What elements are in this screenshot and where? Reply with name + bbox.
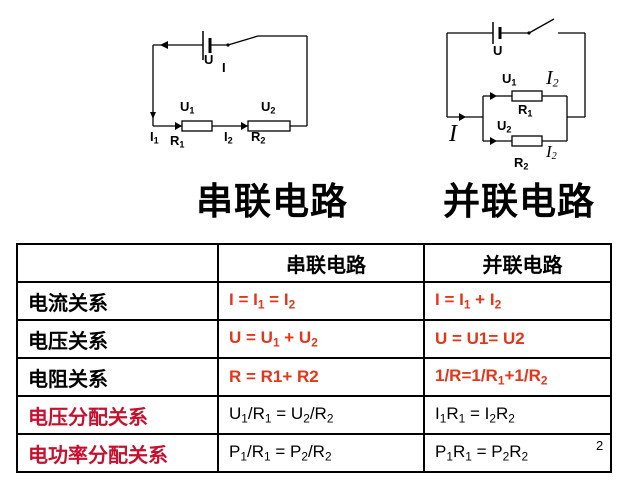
series-i1-label: I1 — [150, 129, 159, 146]
series-circuit-title: 串联电路 — [196, 180, 348, 223]
series-r2-label: R2 — [251, 129, 266, 146]
table-header-cell: 并联电路 — [423, 243, 612, 283]
current-arrow-r2 — [241, 122, 248, 130]
table-row: 电流关系 I = I1 = I2 I = I1 + I2 — [16, 281, 612, 321]
parallel-i2-bottom-label: I2 — [546, 142, 557, 163]
table-row: 电功率分配关系 P1/R1 = P2/R2 P1R1 = P2R2 — [16, 433, 612, 473]
parallel-circuit-diagram — [446, 18, 586, 147]
table-header-row: 串联电路 并联电路 — [16, 243, 612, 283]
row-label: 电压分配关系 — [16, 395, 219, 435]
parallel-i2-top-label: I2 — [546, 67, 559, 90]
parallel-arrow-branch1 — [490, 92, 497, 100]
parallel-total-current-label: I — [449, 121, 457, 147]
resistor-r2 — [247, 120, 291, 132]
parallel-arrow-branch2 — [490, 137, 497, 145]
series-u1-label: U1 — [180, 99, 195, 116]
row-label: 电压关系 — [16, 319, 219, 359]
parallel-switch-blade — [528, 18, 555, 34]
parallel-formula: U = U1= U2 — [423, 319, 612, 359]
parallel-formula: 1/R=1/R1+1/R2 — [423, 357, 612, 397]
table-row: 电压关系 U = U1 + U2 U = U1= U2 — [16, 319, 612, 359]
series-voltage-label: U — [204, 52, 214, 67]
parallel-u1-label: U1 — [502, 71, 517, 88]
series-u2-label: U2 — [261, 99, 276, 116]
parallel-resistor-r1 — [511, 90, 543, 102]
parallel-resistor-r2 — [511, 135, 543, 147]
parallel-r2-label: R2 — [514, 155, 529, 172]
parallel-arrow-main — [459, 113, 466, 121]
series-formula: P1/R1 = P2/R2 — [217, 433, 425, 473]
series-i2-label: I2 — [224, 129, 233, 146]
page-number: 2 — [596, 438, 604, 453]
row-label: 电功率分配关系 — [16, 433, 219, 473]
parallel-voltage-label: U — [493, 43, 503, 58]
current-arrow-top — [160, 41, 168, 49]
table-header-cell — [16, 243, 219, 283]
series-current-label: I — [222, 60, 226, 75]
series-circuit-diagram — [150, 31, 308, 132]
series-r1-label: R1 — [170, 133, 185, 150]
current-arrow-r1 — [175, 122, 182, 130]
table-row: 电压分配关系 U1/R1 = U2/R2 I1R1 = I2R2 — [16, 395, 612, 435]
row-label: 电阻关系 — [16, 357, 219, 397]
table-header-cell: 串联电路 — [217, 243, 425, 283]
resistor-r1 — [181, 120, 213, 132]
series-formula: R = R1+ R2 — [217, 357, 425, 397]
series-formula: I = I1 = I2 — [217, 281, 425, 321]
parallel-formula: I = I1 + I2 — [423, 281, 612, 321]
table-row: 电阻关系 R = R1+ R2 1/R=1/R1+1/R2 — [16, 357, 612, 397]
parallel-circuit-title: 并联电路 — [443, 180, 595, 223]
series-formula: U1/R1 = U2/R2 — [217, 395, 425, 435]
parallel-u2-label: U2 — [497, 118, 512, 135]
parallel-formula: I1R1 = I2R2 — [423, 395, 612, 435]
parallel-formula: P1R1 = P2R2 — [423, 433, 612, 473]
parallel-r1-label: R1 — [518, 102, 533, 119]
current-arrow-bottom — [150, 112, 156, 119]
series-formula: U = U1 + U2 — [217, 319, 425, 359]
switch-blade — [227, 35, 259, 46]
relations-table: 串联电路 并联电路 电流关系 I = I1 = I2 I = I1 + I2 电… — [16, 243, 612, 473]
row-label: 电流关系 — [16, 281, 219, 321]
